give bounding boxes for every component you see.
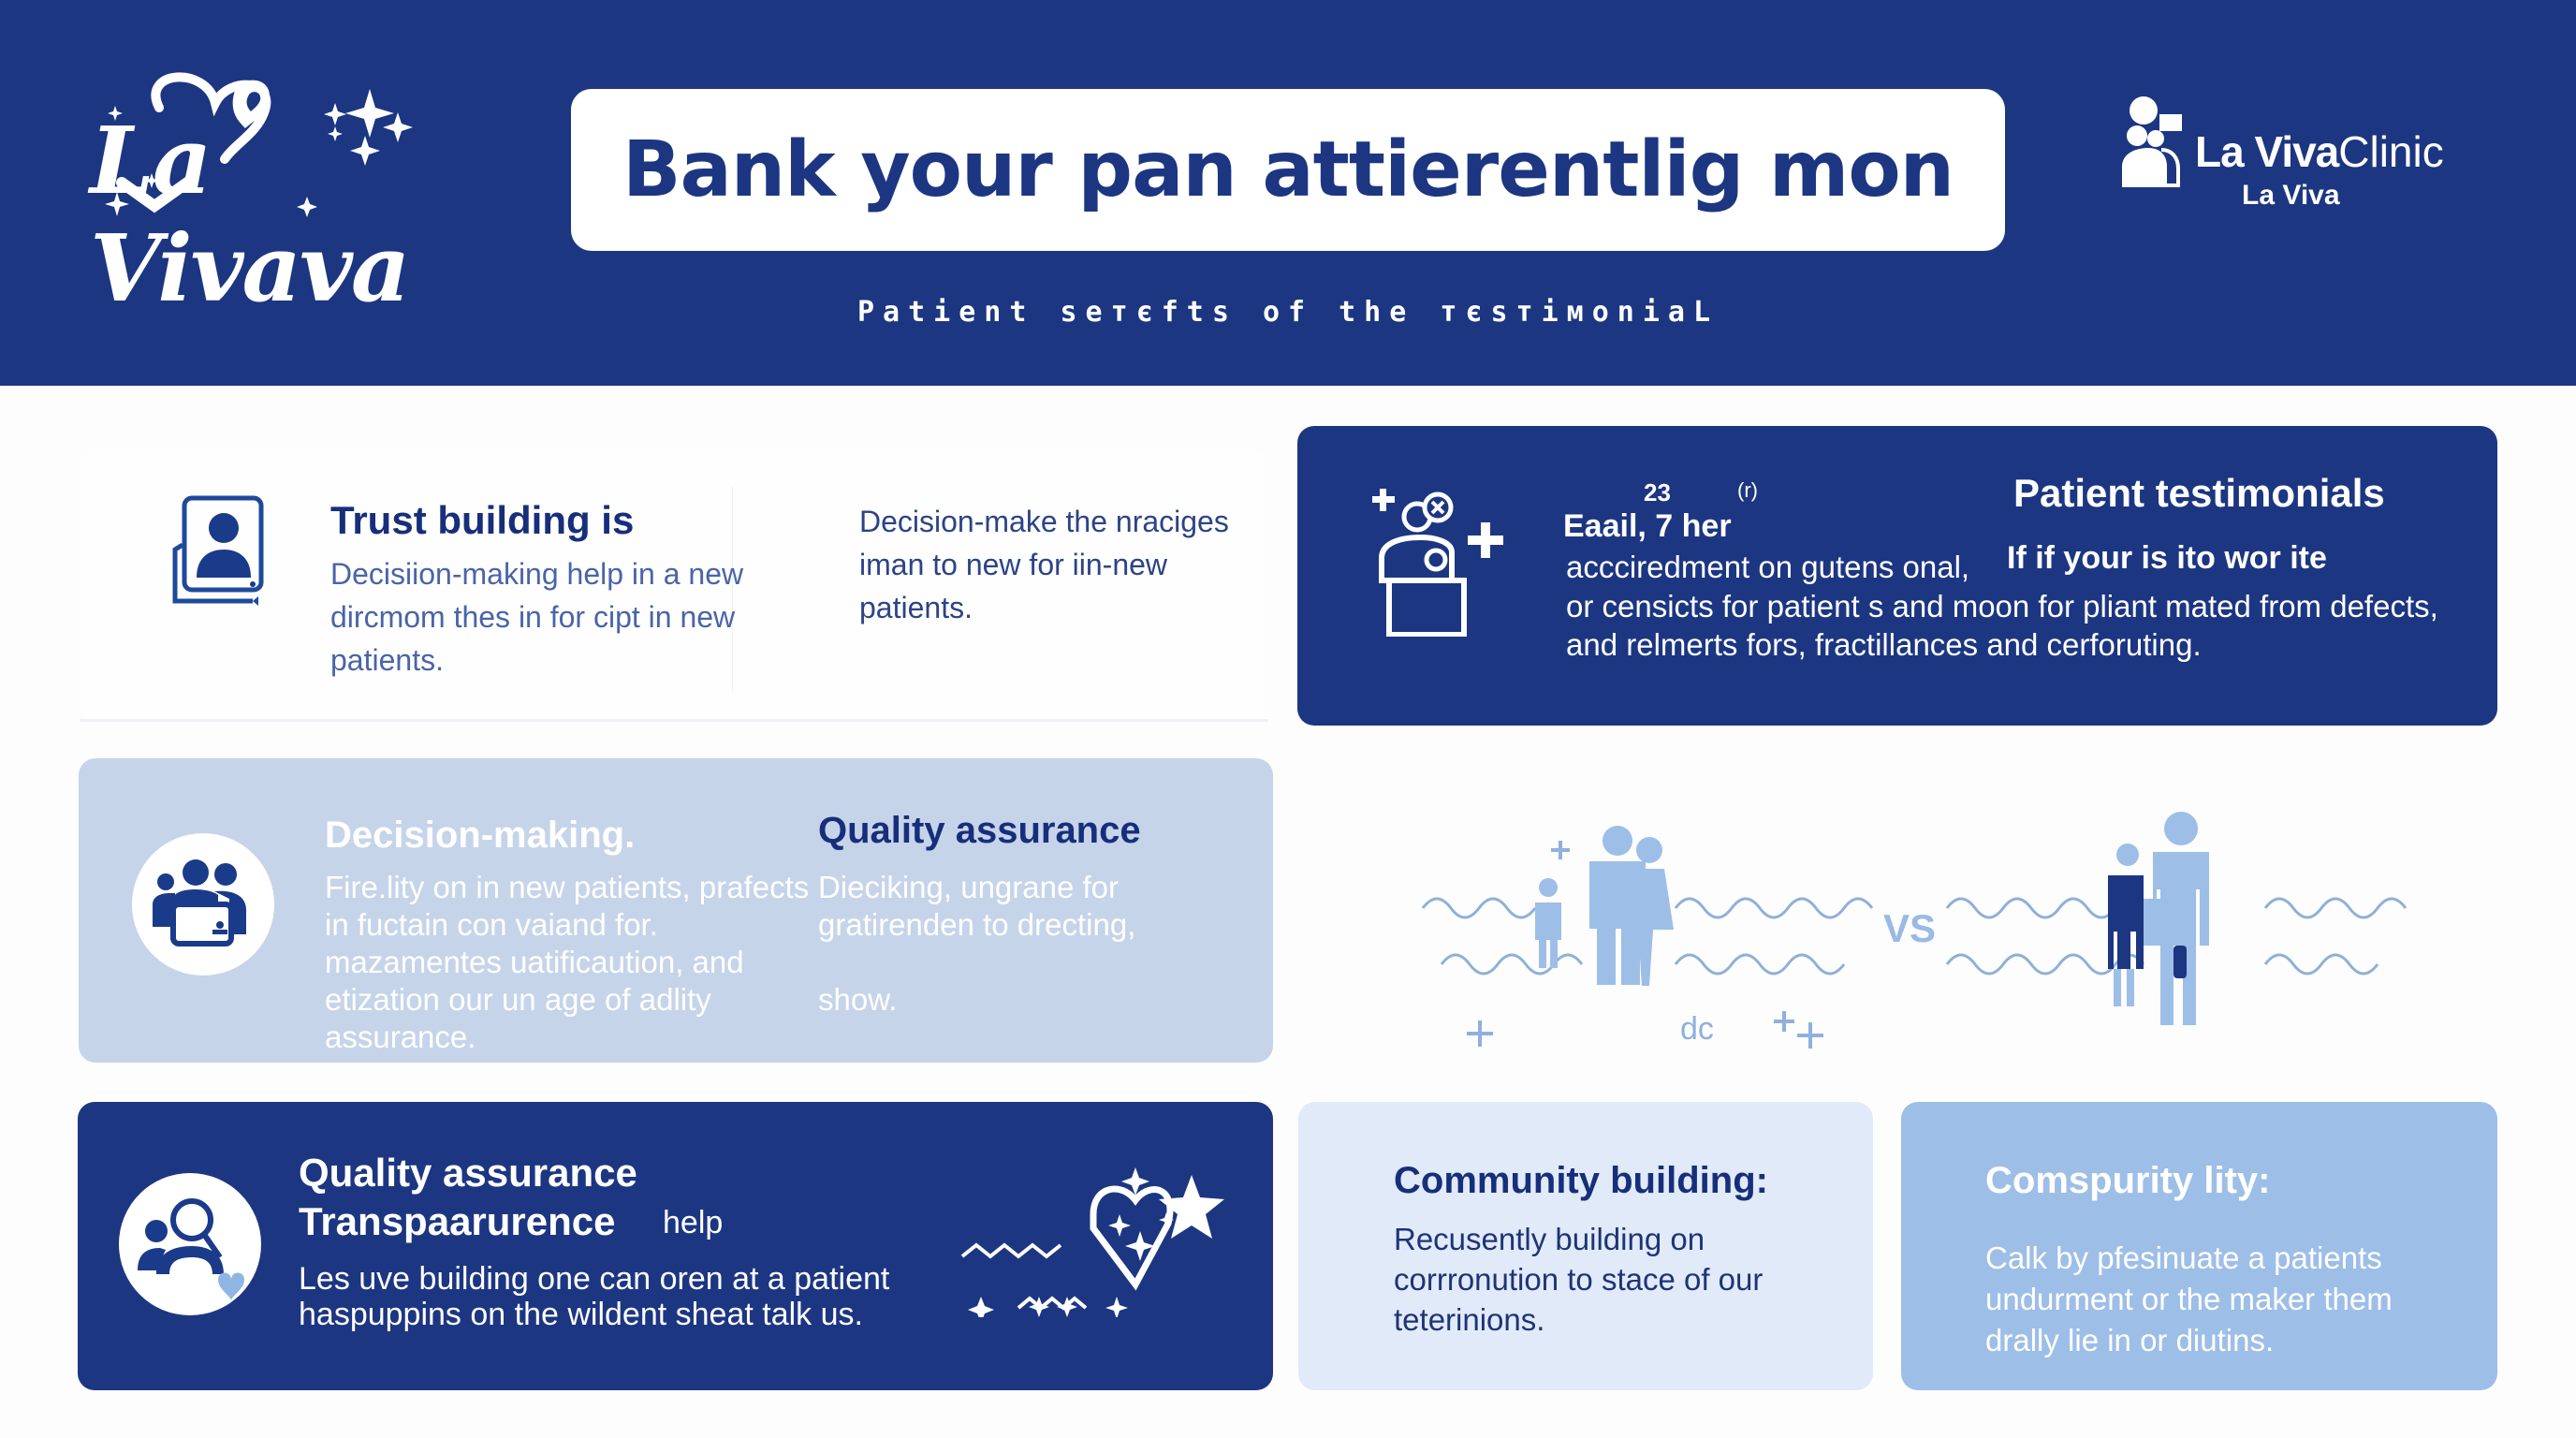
user-profile-card-icon	[172, 495, 264, 606]
family-vs-doctor-illustration: VS dc	[1395, 786, 2424, 1058]
heart-star-sparkle-icon	[960, 1167, 1224, 1317]
page-subtitle: Patient seтєfts of the тєsтімоniaL	[856, 296, 1720, 329]
vs-label: VS	[1883, 906, 1937, 950]
testimonials-subtitle: Eaail, 7 her	[1563, 508, 1732, 544]
icon-circle	[119, 1173, 261, 1315]
la-viva-clinic-logo[interactable]: La VivaClinic La Viva	[2120, 89, 2513, 220]
help-label: help	[663, 1205, 724, 1240]
title-box: Bank your pan attierentlig mon	[571, 89, 2005, 251]
trust-body-right: Decision-make the nraciges iman to new f…	[859, 505, 1229, 624]
trust-title: Trust building is	[330, 498, 635, 542]
people-search-heart-icon	[138, 1198, 244, 1300]
card-divider	[732, 487, 733, 693]
testimonials-line1: accciredment on gutens onal,	[1566, 550, 1970, 584]
clinic-brand-sub: La Viva	[2242, 180, 2340, 211]
testimonials-paragraph: or censicts for patient s and moon for p…	[1566, 589, 2438, 662]
header-banner: La Vivava Bank your pan attierentlig mon…	[0, 0, 2576, 386]
testimonials-count: 23	[1644, 478, 1671, 506]
group-laptop-icon	[153, 859, 246, 946]
quality-title: Quality assurance	[299, 1151, 637, 1195]
dc-label: dc	[1680, 1011, 1714, 1047]
comspurity-card: Comspurity lity: Calk by pfesinuate a pa…	[1901, 1102, 2497, 1390]
transparency-title: Transpaarurence	[299, 1199, 616, 1243]
wave-lines-decoration	[1421, 812, 2408, 1049]
icon-circle	[132, 833, 274, 976]
logo-script-text: La Vivava	[90, 108, 410, 323]
decision-body-left: Fire.lity on in new patients, prafects i…	[325, 870, 810, 1054]
quality-assurance-subtitle: Quality assurance	[818, 810, 1141, 851]
clinic-people-chat-icon	[2122, 96, 2182, 187]
community-building-card: Community building: Recusently building …	[1298, 1102, 1873, 1390]
community-title: Community building:	[1394, 1160, 1768, 1201]
page-title: Bank your pan attierentlig mon	[622, 125, 1954, 214]
comspurity-title: Comspurity lity:	[1985, 1160, 2271, 1201]
quality-body: Les uve building one can oren at a patie…	[299, 1261, 890, 1332]
community-body: Recusently building on corrronution to s…	[1394, 1222, 1764, 1337]
decision-body-right: Dieciking, ungrane for gratirenden to dr…	[818, 870, 1136, 1017]
users-medical-plus-icon	[1372, 489, 1503, 637]
patient-testimonials-card: 23 (r) Patient testimonials Eaail, 7 her…	[1297, 426, 2497, 726]
decision-title: Decision-making.	[325, 814, 636, 856]
testimonials-title: Patient testimonials	[2013, 471, 2385, 515]
decision-making-card: Decision-making. Quality assurance Fire.…	[79, 758, 1273, 1063]
la-vivava-logo[interactable]: La Vivava	[84, 70, 459, 323]
clinic-brand-name: La VivaClinic	[2195, 127, 2444, 176]
trust-building-card: Trust building is Decisiion-making help …	[80, 449, 1268, 722]
registered-mark: (r)	[1737, 478, 1758, 502]
card-bottom-line	[80, 719, 1268, 722]
trust-body-left: Decisiion-making help in a new dircmom t…	[330, 557, 744, 677]
testimonials-bold-line: If if your is ito wor ite	[2007, 540, 2327, 576]
comspurity-body: Calk by pfesinuate a patients undurment …	[1985, 1240, 2393, 1357]
quality-assurance-card: Quality assurance Transpaarurence help L…	[78, 1102, 1273, 1390]
heart-sparkles-icon	[105, 72, 413, 217]
